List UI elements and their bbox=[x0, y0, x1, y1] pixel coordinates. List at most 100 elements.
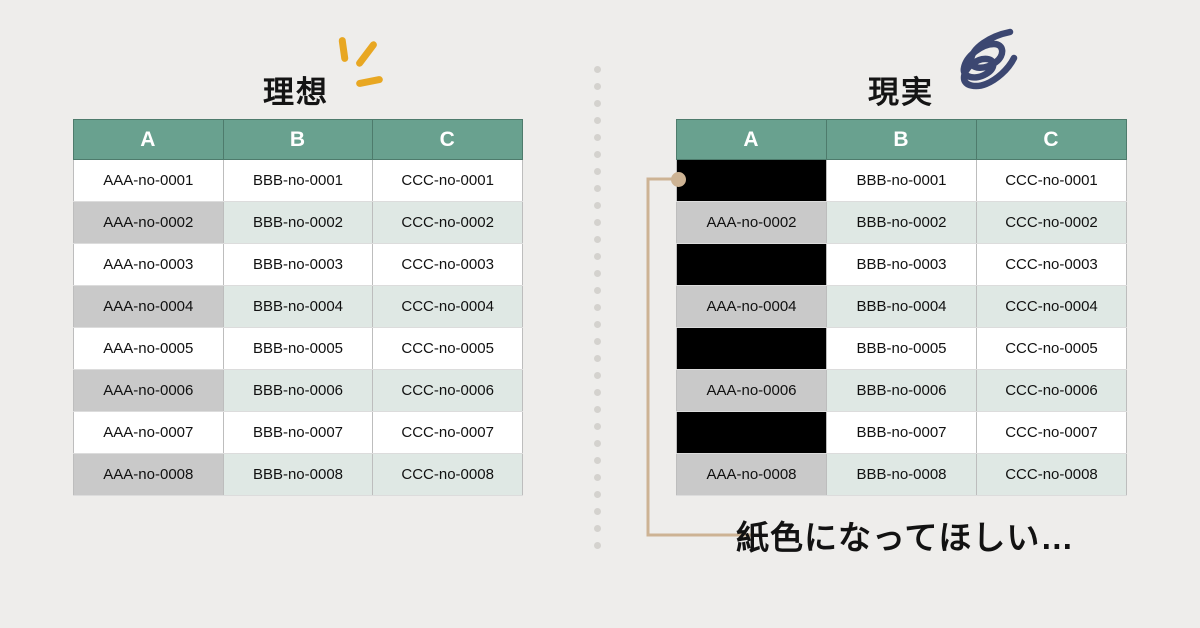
cell-c-3: CCC-no-0003 bbox=[976, 243, 1127, 286]
divider-dot bbox=[594, 219, 601, 226]
cell-c-2: CCC-no-0002 bbox=[372, 201, 523, 244]
cell-a-3: AAA-no-0003 bbox=[73, 243, 224, 286]
cell-b-7: BBB-no-0007 bbox=[826, 411, 977, 454]
divider-dot bbox=[594, 66, 601, 73]
divider-dot bbox=[594, 236, 601, 243]
divider-dot bbox=[594, 372, 601, 379]
divider-dot bbox=[594, 168, 601, 175]
cell-b-3: BBB-no-0003 bbox=[222, 243, 374, 286]
divider-dot bbox=[594, 304, 601, 311]
divider-dot bbox=[594, 202, 601, 209]
cell-a-7-blackout: AAA-no-0007 bbox=[676, 411, 827, 454]
cell-a-8: AAA-no-0008 bbox=[676, 453, 827, 496]
cell-b-7: BBB-no-0007 bbox=[222, 411, 374, 454]
divider-dot bbox=[594, 253, 601, 260]
cell-a-4: AAA-no-0004 bbox=[676, 285, 827, 328]
heading-ideal: 理想 bbox=[263, 75, 329, 110]
column-header-c: C bbox=[372, 119, 523, 160]
cell-a-1-blackout: AAA-no-0001 bbox=[676, 159, 827, 202]
divider-dot bbox=[594, 321, 601, 328]
cell-b-8: BBB-no-0008 bbox=[826, 453, 977, 496]
heading-reality: 現実 bbox=[868, 75, 934, 110]
divider-dot bbox=[594, 83, 601, 90]
column-header-b: B bbox=[222, 119, 374, 160]
cell-c-5: CCC-no-0005 bbox=[372, 327, 523, 370]
cell-a-3-blackout: AAA-no-0003 bbox=[676, 243, 827, 286]
cell-b-3: BBB-no-0003 bbox=[826, 243, 977, 286]
divider-dot bbox=[594, 270, 601, 277]
cell-c-1: CCC-no-0001 bbox=[976, 159, 1127, 202]
cell-a-7: AAA-no-0007 bbox=[73, 411, 224, 454]
cell-c-1: CCC-no-0001 bbox=[372, 159, 523, 202]
cell-a-8: AAA-no-0008 bbox=[73, 453, 224, 496]
table-header-row: A B C bbox=[73, 119, 523, 160]
cell-c-6: CCC-no-0006 bbox=[372, 369, 523, 412]
cell-a-5: AAA-no-0005 bbox=[73, 327, 224, 370]
cell-a-6: AAA-no-0006 bbox=[73, 369, 224, 412]
section-divider-dotted bbox=[594, 66, 602, 556]
cell-b-5: BBB-no-0005 bbox=[826, 327, 977, 370]
table-header-row: A B C bbox=[676, 119, 1127, 160]
cell-b-1: BBB-no-0001 bbox=[222, 159, 374, 202]
column-header-a: A bbox=[73, 119, 224, 160]
cell-a-2: AAA-no-0002 bbox=[73, 201, 224, 244]
divider-dot bbox=[594, 508, 601, 515]
cell-b-8: BBB-no-0008 bbox=[222, 453, 374, 496]
divider-dot bbox=[594, 100, 601, 107]
divider-dot bbox=[594, 525, 601, 532]
cell-a-4: AAA-no-0004 bbox=[73, 285, 224, 328]
column-header-b: B bbox=[826, 119, 977, 160]
cell-b-6: BBB-no-0006 bbox=[222, 369, 374, 412]
divider-dot bbox=[594, 134, 601, 141]
divider-dot bbox=[594, 406, 601, 413]
cell-c-7: CCC-no-0007 bbox=[372, 411, 523, 454]
cell-b-5: BBB-no-0005 bbox=[222, 327, 374, 370]
sparkle-icon bbox=[322, 28, 402, 104]
divider-dot bbox=[594, 491, 601, 498]
cell-c-7: CCC-no-0007 bbox=[976, 411, 1127, 454]
scribble-icon bbox=[952, 26, 1024, 96]
cell-a-5-blackout: AAA-no-0005 bbox=[676, 327, 827, 370]
cell-c-8: CCC-no-0008 bbox=[372, 453, 523, 496]
callout-annotation-text: 紙色になってほしい… bbox=[736, 519, 1075, 556]
divider-dot bbox=[594, 355, 601, 362]
divider-dot bbox=[594, 474, 601, 481]
column-header-a: A bbox=[676, 119, 827, 160]
cell-b-2: BBB-no-0002 bbox=[222, 201, 374, 244]
cell-c-2: CCC-no-0002 bbox=[976, 201, 1127, 244]
cell-a-1: AAA-no-0001 bbox=[73, 159, 224, 202]
cell-c-4: CCC-no-0004 bbox=[372, 285, 523, 328]
cell-c-4: CCC-no-0004 bbox=[976, 285, 1127, 328]
cell-c-3: CCC-no-0003 bbox=[372, 243, 523, 286]
sparkle-stroke-vertical bbox=[338, 36, 349, 63]
column-header-c: C bbox=[976, 119, 1127, 160]
cell-b-4: BBB-no-0004 bbox=[222, 285, 374, 328]
cell-b-4: BBB-no-0004 bbox=[826, 285, 977, 328]
cell-c-8: CCC-no-0008 bbox=[976, 453, 1127, 496]
sparkle-stroke-horizontal bbox=[355, 75, 384, 88]
divider-dot bbox=[594, 440, 601, 447]
divider-dot bbox=[594, 338, 601, 345]
cell-b-1: BBB-no-0001 bbox=[826, 159, 977, 202]
